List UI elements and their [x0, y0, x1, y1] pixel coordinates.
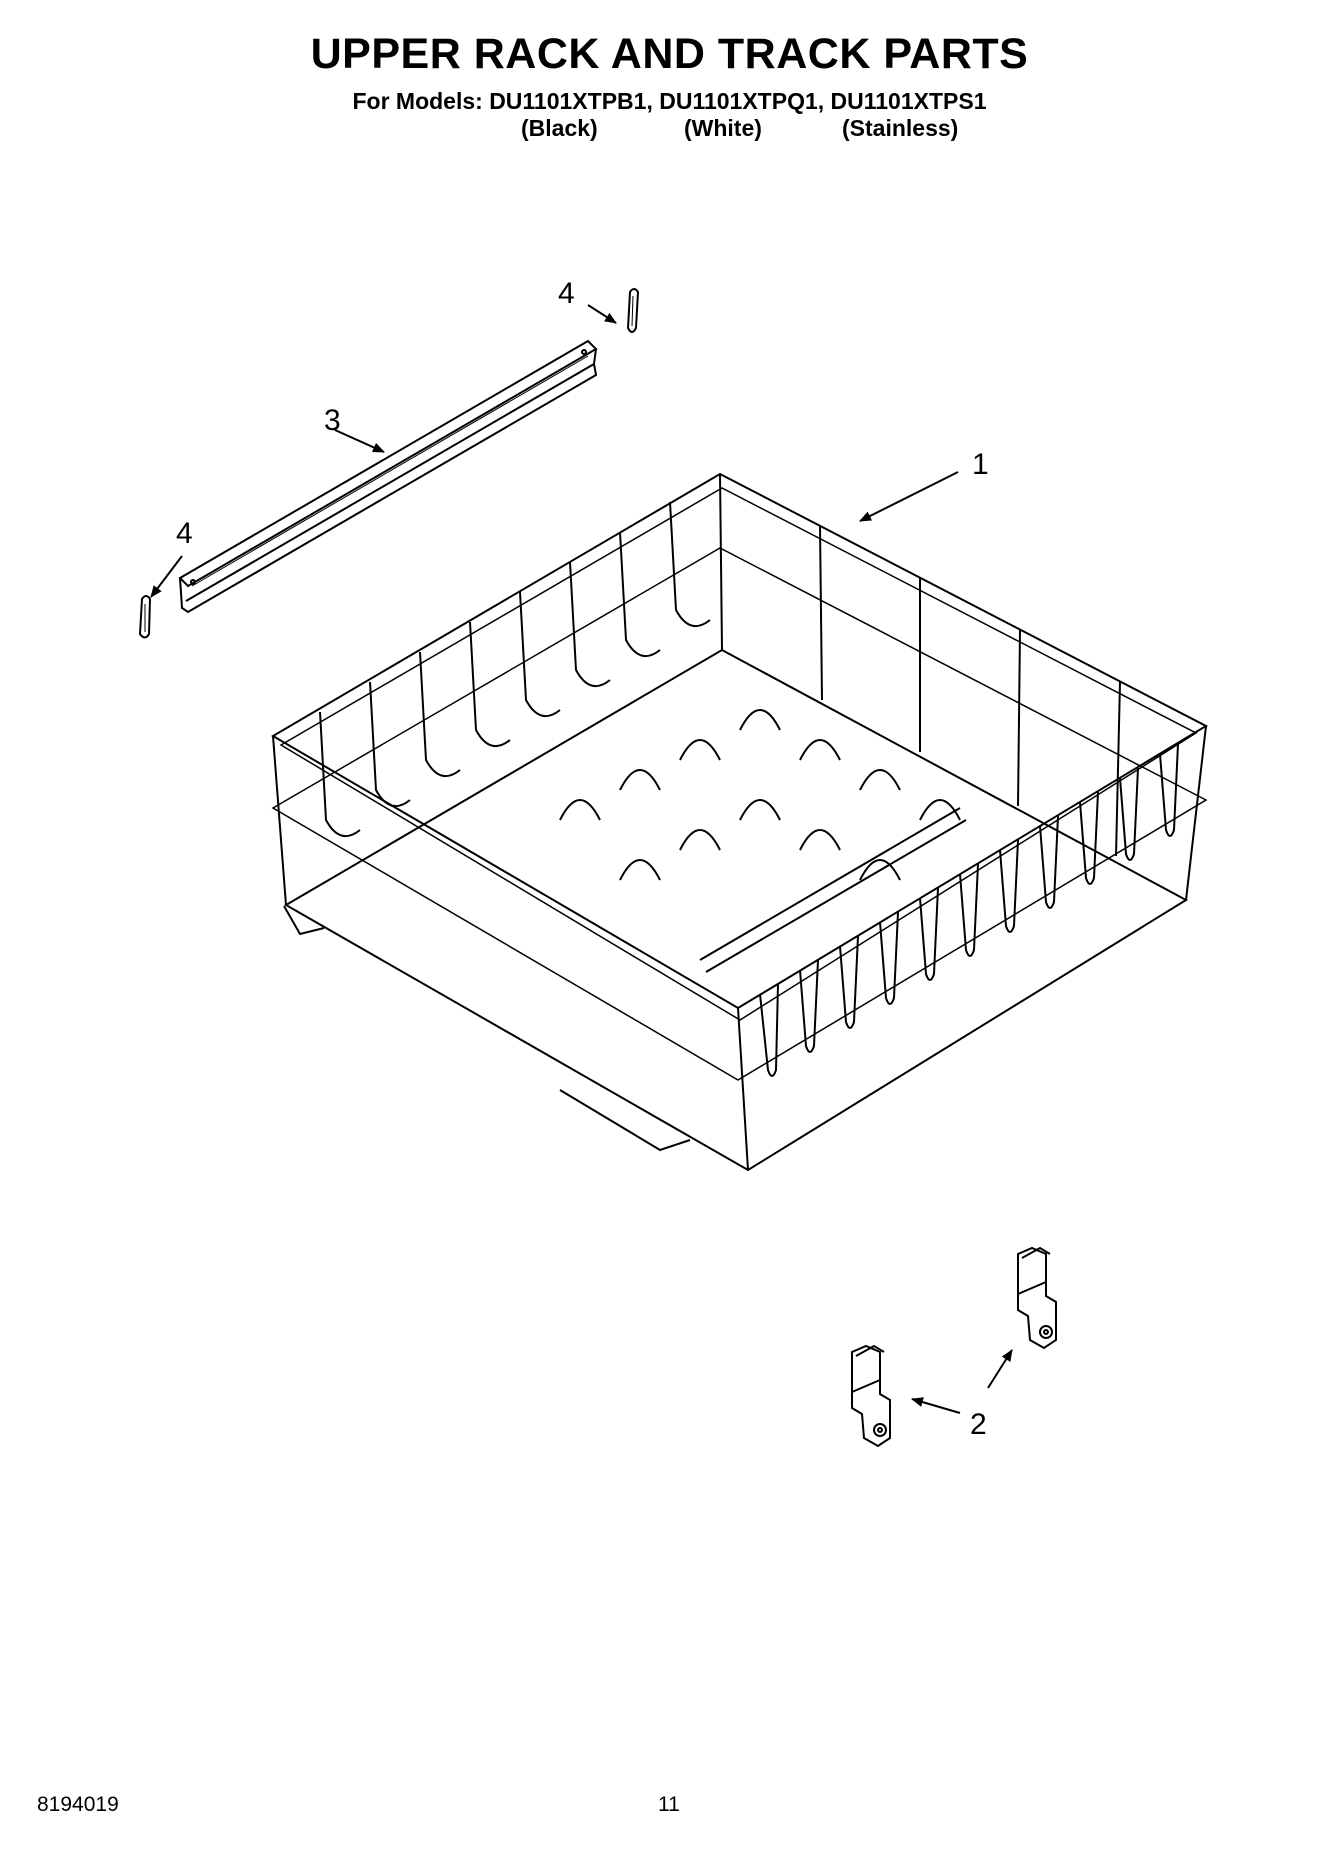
models-line: For Models: DU1101XTPB1, DU1101XTPQ1, DU… — [352, 88, 987, 114]
callout-4-left: 4 — [176, 517, 193, 550]
finish-stainless: (Stainless) — [842, 115, 959, 141]
stop-clip-top — [626, 288, 640, 333]
callout-4-top: 4 — [558, 277, 575, 310]
footer-page-number: 11 — [658, 1793, 680, 1816]
leader-lines — [150, 304, 1013, 1414]
upper-rack — [271, 472, 1209, 1172]
roller-left — [851, 1344, 891, 1448]
finish-black: (Black) — [521, 115, 598, 141]
stop-clip-left — [138, 595, 152, 639]
callout-2: 2 — [970, 1408, 987, 1441]
track-rail — [178, 339, 598, 614]
callout-1: 1 — [972, 448, 989, 481]
finish-white: (White) — [684, 115, 762, 141]
roller-right — [1017, 1246, 1057, 1350]
page-title: UPPER RACK AND TRACK PARTS — [310, 30, 1029, 78]
callout-3: 3 — [324, 404, 341, 437]
footer-part-number: 8194019 — [37, 1793, 119, 1816]
